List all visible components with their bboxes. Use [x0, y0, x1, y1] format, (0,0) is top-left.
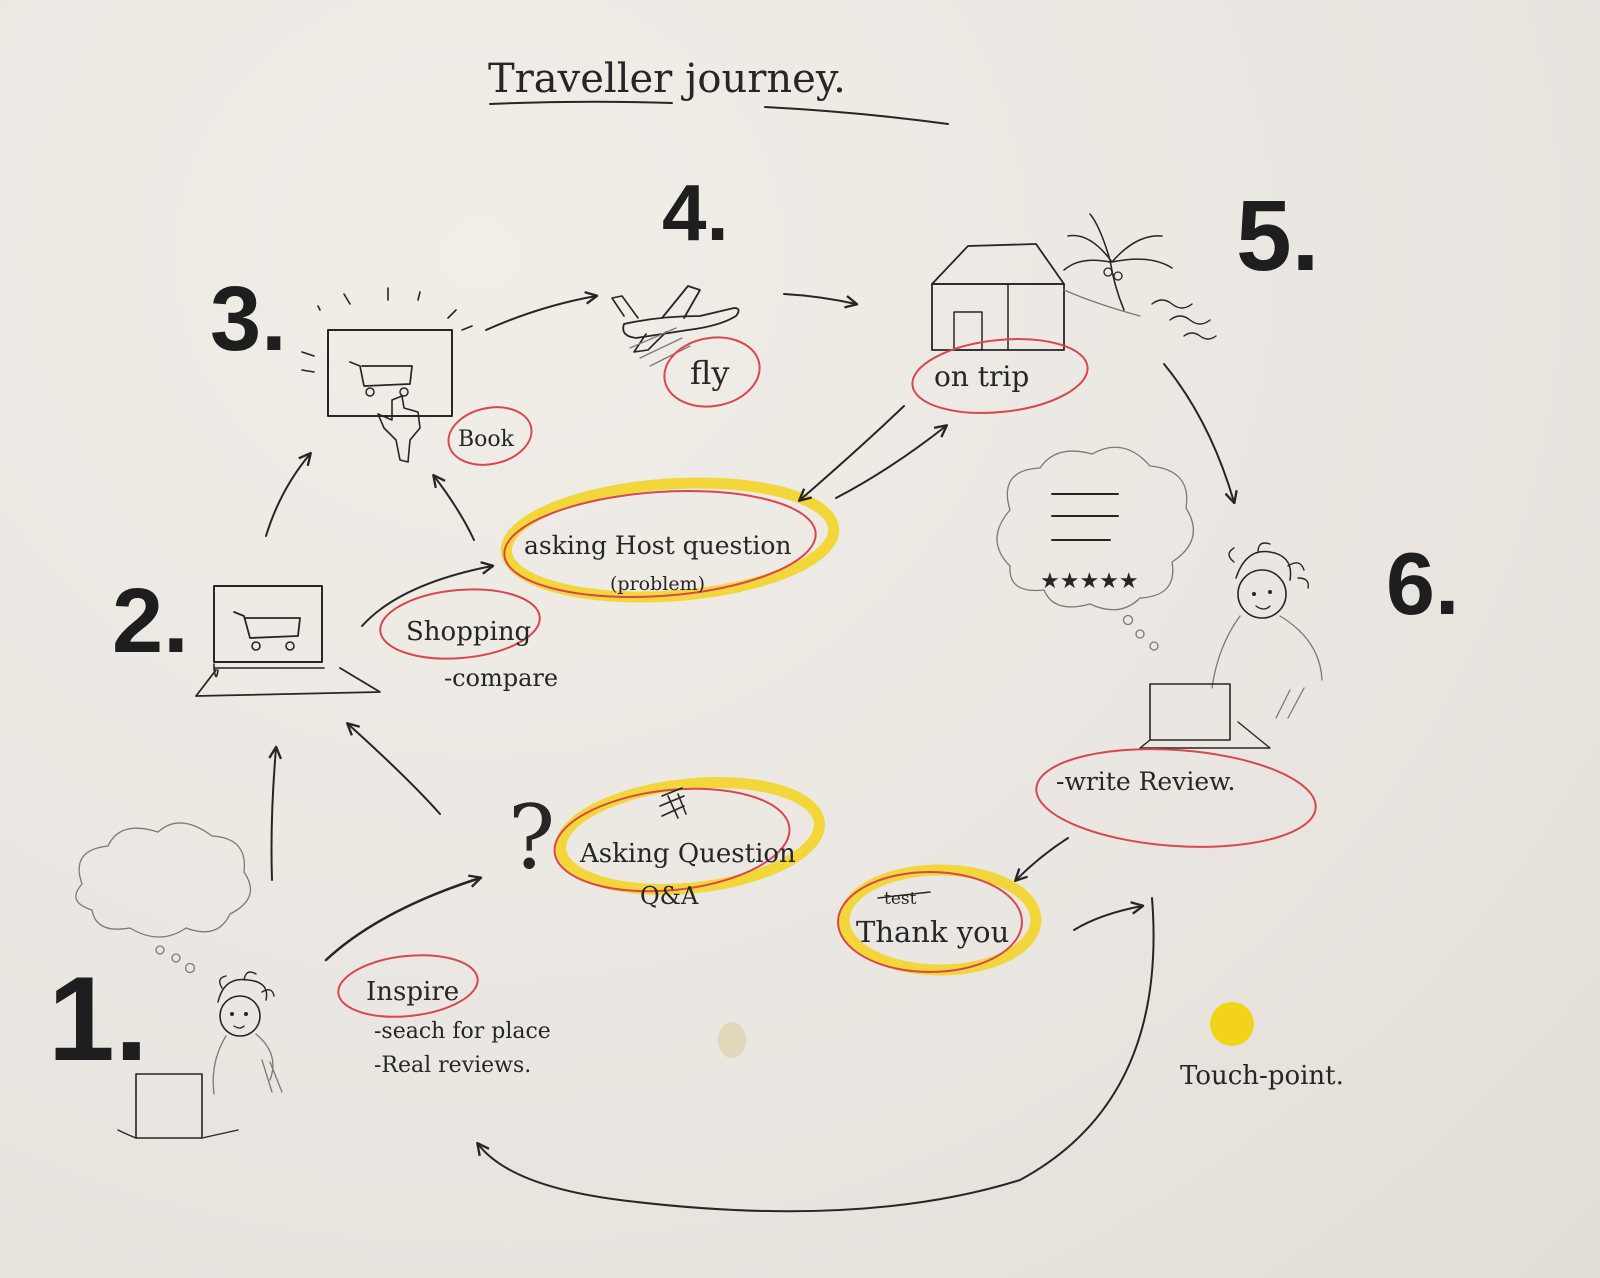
arrow [1074, 906, 1142, 930]
arrow [272, 748, 277, 880]
arrow [326, 878, 480, 960]
arrow [800, 406, 904, 500]
arrow [348, 724, 440, 814]
question-mark-icon: ? [508, 786, 555, 889]
step-5-number: 5. [1236, 180, 1319, 292]
step-3-sketch [302, 288, 472, 462]
touchpoint-host-text: asking Host question [524, 531, 792, 560]
step-4-number: 4. [662, 168, 729, 257]
arrow [836, 426, 946, 498]
step-1-note: -seach for place [374, 1019, 551, 1044]
touchpoint-thanks-scribble: test [884, 889, 917, 909]
step-1-number: 1. [48, 952, 148, 1086]
arrow [478, 898, 1154, 1211]
step-6-number: 6. [1386, 534, 1459, 633]
step-5-label: on trip [934, 360, 1029, 393]
arrow [1164, 364, 1234, 502]
laptop-icon [118, 1074, 238, 1138]
arrow [784, 294, 856, 304]
waves-icon [1152, 300, 1216, 339]
touchpoint-host-subtext: (problem) [610, 573, 705, 595]
arrow [1016, 838, 1068, 880]
arrow [486, 296, 596, 330]
touchpoint-qa-subtext: Q&A [640, 882, 699, 910]
touchpoint-thanks-text: Thank you [856, 915, 1009, 949]
step-2-label: Shopping [406, 617, 531, 647]
legend-label: Touch-point. [1180, 1061, 1344, 1091]
step-6-sketch: ★★★★★ [997, 447, 1322, 748]
star-rating-icon: ★★★★★ [1040, 569, 1139, 594]
step-2-note: -compare [444, 664, 558, 692]
laptop-icon [196, 586, 380, 696]
step-3-label: Book [458, 427, 515, 452]
step-1-label: Inspire [366, 977, 459, 1007]
diagram-title: Traveller journey. [488, 56, 846, 102]
cart-icon [234, 612, 300, 650]
step-1-text: Inspire -seach for place -Real reviews. [366, 977, 551, 1078]
thought-bubble-icon [76, 823, 251, 937]
touchpoint-thank-you: test Thank you [856, 889, 1009, 949]
cart-icon [350, 362, 412, 396]
touchpoint-qa-text: Asking Question [579, 839, 796, 869]
person-icon [213, 972, 282, 1094]
step-5-sketch [932, 214, 1216, 350]
arrow [266, 454, 310, 536]
hand-cursor-icon [378, 396, 420, 462]
legend-touchpoint-dot [1210, 1002, 1254, 1046]
legend: Touch-point. [1180, 1002, 1344, 1091]
arrow [434, 476, 474, 540]
step-4-label: fly [690, 354, 729, 392]
step-2-number: 2. [112, 570, 189, 672]
step-3-number: 3. [210, 268, 287, 370]
palm-tree-icon [1064, 214, 1172, 316]
step-2-sketch [196, 586, 380, 696]
house-icon [932, 244, 1064, 350]
step-6-label: -write Review. [1056, 767, 1236, 796]
person-icon [1212, 543, 1322, 718]
diagram-title-group: Traveller journey. [488, 56, 948, 124]
step-1-note: -Real reviews. [374, 1053, 531, 1078]
laptop-icon [1140, 684, 1270, 748]
